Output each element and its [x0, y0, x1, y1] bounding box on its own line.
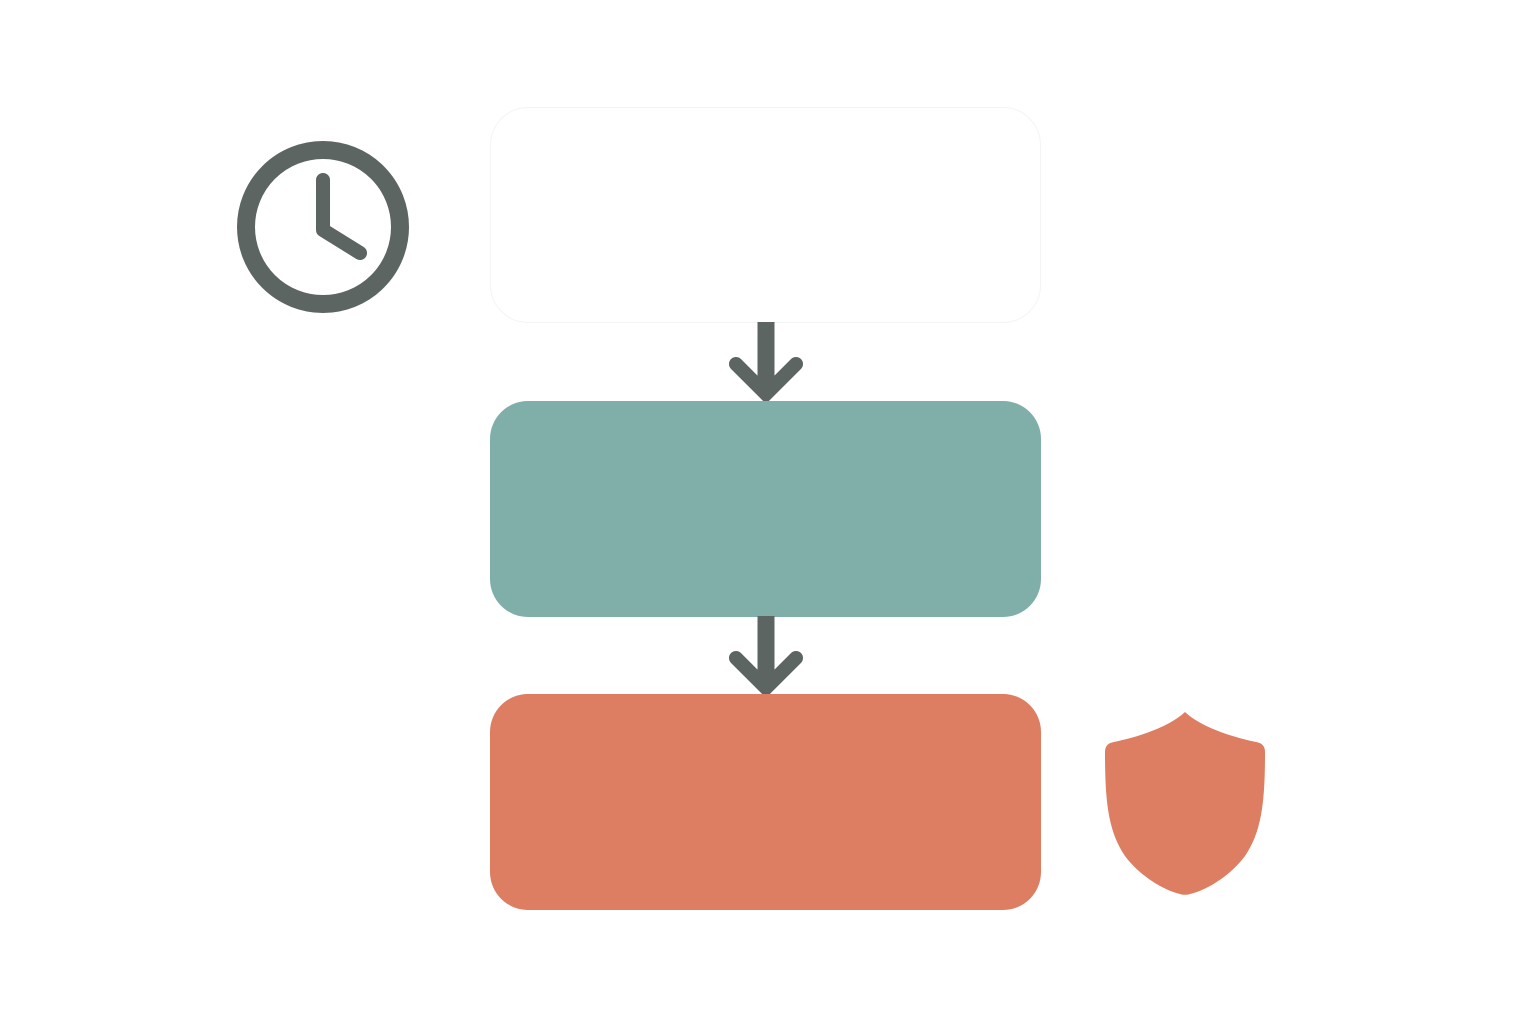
flow-step-1	[490, 107, 1041, 323]
shield-icon	[1105, 712, 1265, 895]
flow-step-2	[490, 401, 1041, 617]
clock-icon	[237, 141, 409, 313]
arrow-down-icon	[729, 616, 803, 698]
flow-step-3	[490, 694, 1041, 910]
arrow-down-icon	[729, 322, 803, 404]
